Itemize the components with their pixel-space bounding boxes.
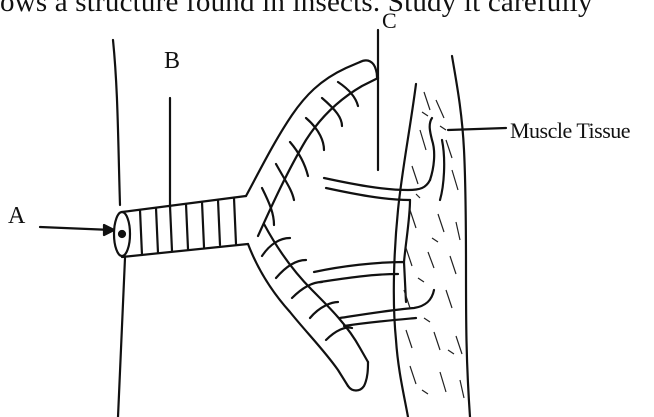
label-a: A xyxy=(8,203,25,230)
tracheole-lower xyxy=(340,290,434,326)
muscle-band-right xyxy=(452,56,470,417)
label-muscle-leader xyxy=(448,128,506,130)
label-c: C xyxy=(382,8,397,34)
label-a-arrow xyxy=(40,227,112,230)
tracheole-upper xyxy=(324,178,430,200)
tracheole-middle xyxy=(314,262,406,302)
muscle-texture xyxy=(404,92,464,398)
label-b: B xyxy=(164,48,180,75)
lower-branch xyxy=(248,224,368,386)
upper-branch xyxy=(246,62,378,236)
label-muscle-tissue: Muscle Tissue xyxy=(510,118,630,144)
